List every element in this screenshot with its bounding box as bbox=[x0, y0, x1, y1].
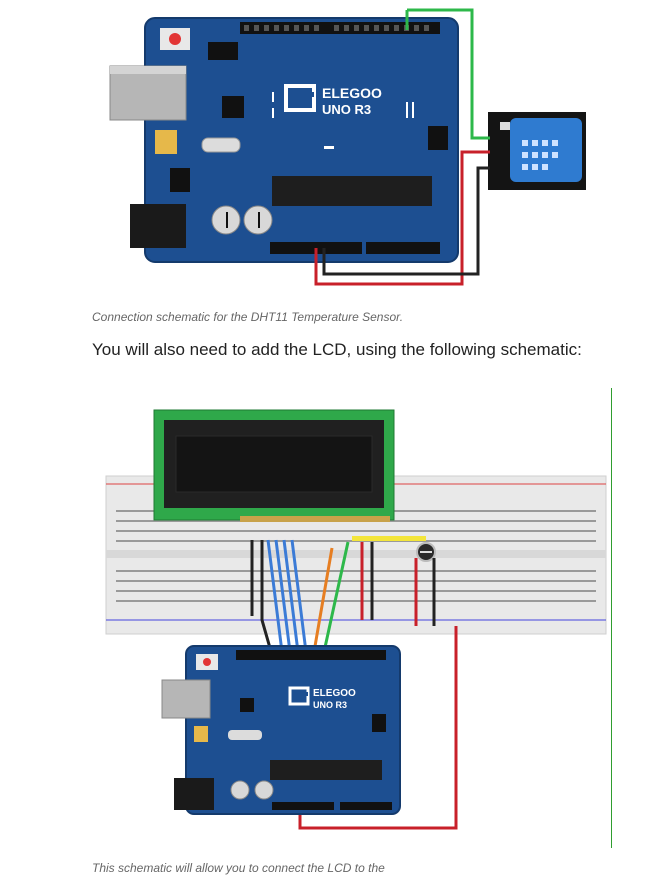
board-brand-text-2: ELEGOO bbox=[313, 688, 356, 699]
board-model-text: UNO R3 bbox=[322, 102, 371, 117]
elegoo-logo: ELEGOO UNO R3 bbox=[284, 84, 382, 117]
figure2-wires bbox=[250, 539, 458, 830]
power-wire-red bbox=[314, 150, 490, 286]
figure1-caption: Connection schematic for the DHT11 Tempe… bbox=[92, 310, 404, 324]
arduino-board: ELEGOO UNO R3 bbox=[109, 17, 459, 263]
dht11-schematic-figure: ELEGOO UNO R3 bbox=[109, 8, 586, 286]
digital-header bbox=[240, 22, 440, 34]
microcontroller-chip bbox=[272, 176, 432, 206]
figure1-wires bbox=[314, 8, 490, 286]
vertical-divider bbox=[611, 388, 612, 848]
ground-wire-black bbox=[322, 166, 490, 276]
board-brand-text: ELEGOO bbox=[322, 85, 382, 101]
power-jack bbox=[130, 204, 186, 248]
usb-port bbox=[109, 65, 187, 121]
dht11-sensor-module bbox=[488, 112, 586, 190]
figure2-caption: This schematic will allow you to connect… bbox=[92, 861, 385, 875]
elegoo-logo-2: ELEGOO UNO R3 bbox=[288, 686, 356, 710]
signal-wire-green bbox=[405, 8, 490, 140]
analog-header bbox=[366, 242, 440, 254]
board-model-text-2: UNO R3 bbox=[313, 700, 347, 710]
body-paragraph: You will also need to add the LCD, using… bbox=[92, 340, 582, 359]
lcd-display-module bbox=[153, 409, 395, 522]
yellow-jumper bbox=[352, 536, 426, 541]
lcd-schematic-figure: ELEGOO UNO R3 bbox=[105, 409, 607, 830]
arduino-board-2: ELEGOO UNO R3 bbox=[161, 645, 401, 815]
